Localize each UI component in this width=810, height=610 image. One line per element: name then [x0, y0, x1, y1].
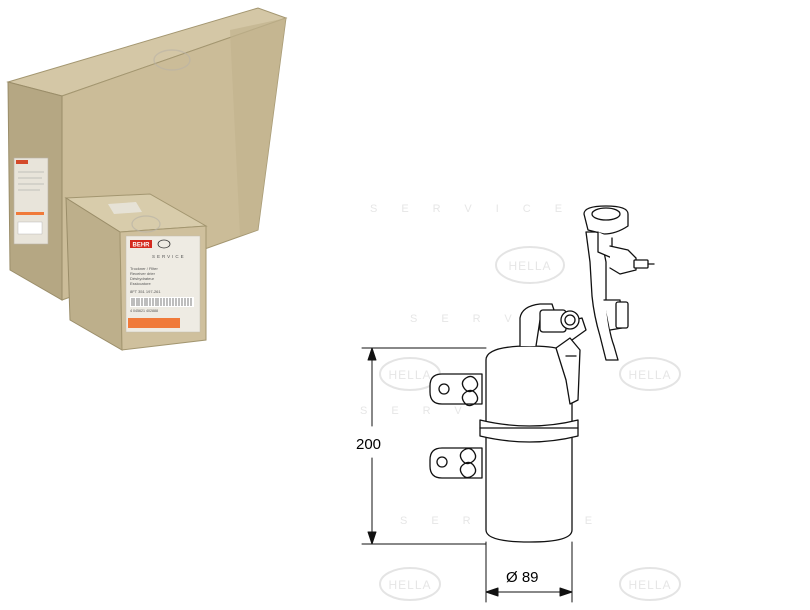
watermark-logo: HELLA [379, 567, 441, 601]
box-label-line: Déshydrateur [130, 276, 155, 281]
technical-drawing [361, 205, 655, 603]
watermark-text: SERVICE [370, 203, 586, 215]
box-label-line: Receiver drier [130, 271, 156, 276]
watermark-logo: HELLA [495, 246, 565, 284]
box-label-line: Essiccatore [130, 281, 151, 286]
drier-cylinder [479, 345, 579, 543]
upper-bracket [429, 373, 483, 407]
svg-text:HELLA: HELLA [628, 578, 671, 592]
lower-bracket [429, 447, 483, 479]
drier-head [519, 303, 587, 405]
barcode-number-text: 4 045621 402888 [130, 309, 158, 313]
small-box: BEHR SERVICE Trockner / Filter Receiver … [64, 193, 208, 351]
svg-text:HELLA: HELLA [388, 368, 431, 382]
diameter-dimension [485, 541, 573, 603]
svg-text:HELLA: HELLA [508, 259, 551, 273]
svg-text:HELLA: HELLA [388, 578, 431, 592]
hella-logo-icon [157, 239, 171, 249]
svg-text:BEHR: BEHR [132, 243, 150, 249]
pipe [583, 205, 655, 361]
watermark-text: SERVICE [410, 313, 626, 325]
height-dimension [361, 347, 487, 545]
watermark-logo: HELLA [619, 357, 681, 391]
large-box [6, 7, 288, 301]
box-label-line: Trockner / Filter [130, 266, 159, 271]
svg-text:HELLA: HELLA [628, 368, 671, 382]
diameter-label: Ø 89 [506, 569, 539, 586]
height-label: 200 [356, 436, 381, 453]
barcode-icon [130, 297, 194, 307]
brand-sub-text: SERVICE [152, 254, 186, 259]
box-watermark-logo [153, 49, 191, 71]
behr-logo-icon [130, 240, 152, 248]
watermark-logo: HELLA [619, 567, 681, 601]
orange-label-strip [128, 318, 180, 328]
box-code-text: 8FT 351 197-261 [130, 289, 161, 294]
